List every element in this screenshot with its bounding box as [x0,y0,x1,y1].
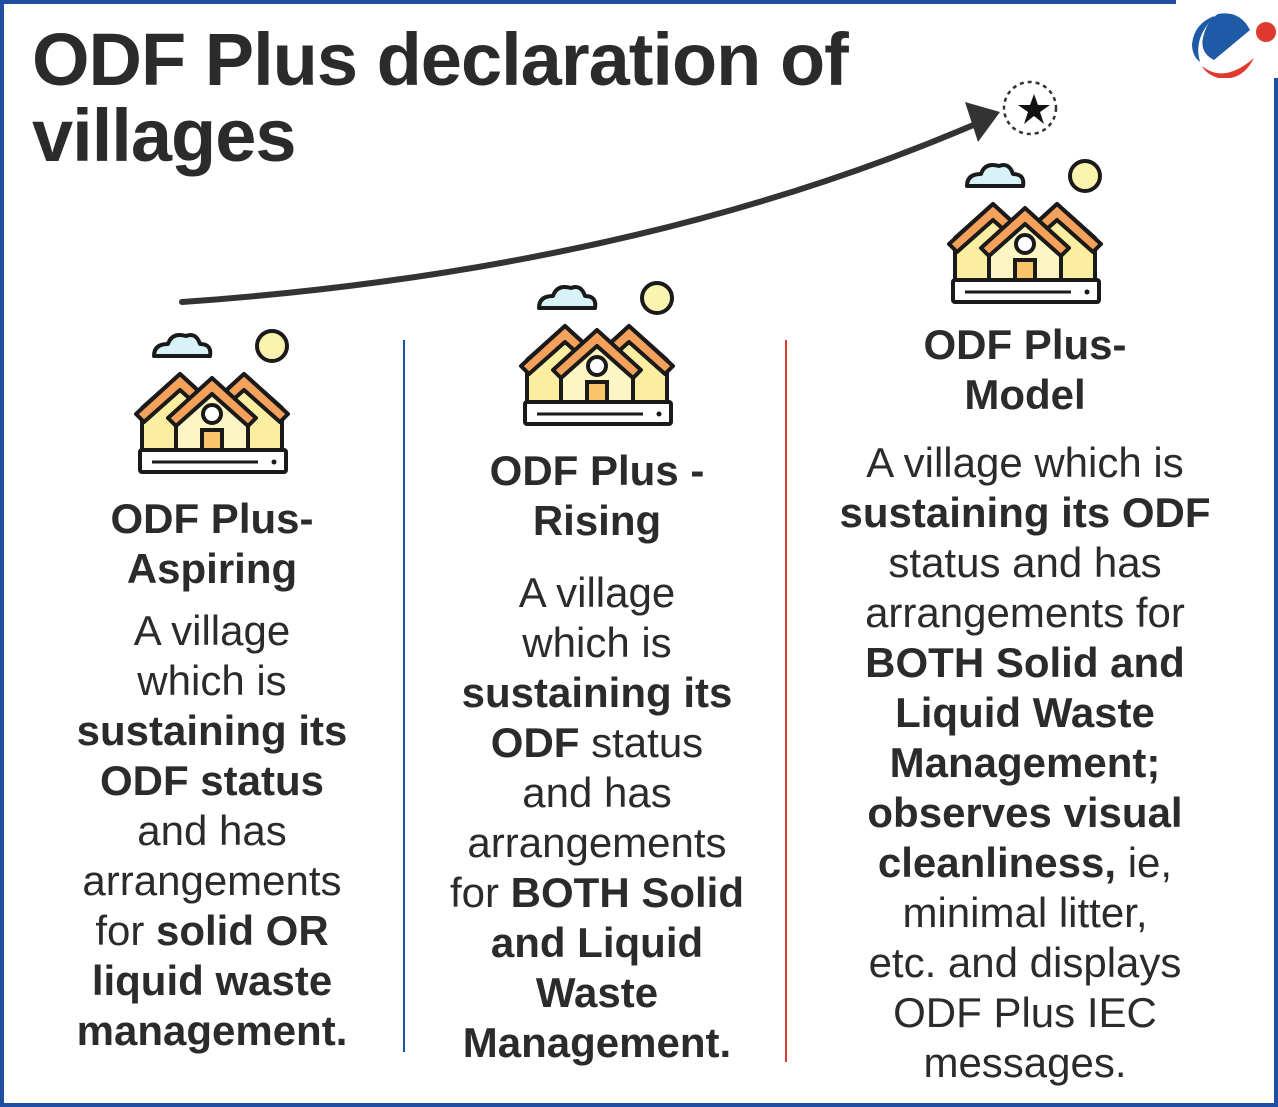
description-line: cleanliness, ie, [800,838,1250,888]
text: for [95,907,156,954]
description-line: and Liquid [410,918,784,968]
bold-text: sustaining its [76,707,348,754]
description-line: A village [22,606,402,656]
text: status [579,719,704,766]
brand-logo-icon [1192,13,1276,78]
column-heading: ODF Plus- Aspiring [22,494,402,594]
bold-text: BOTH Solid and [865,639,1185,686]
text: status and has [888,539,1162,586]
bold-text: BOTH Solid [510,869,744,916]
text: arrangements [82,857,342,904]
bold-text: sustaining its ODF [839,489,1211,536]
column-heading: ODF Plus - Rising [410,446,784,546]
description-line: management. [22,1006,402,1056]
description-line: Liquid Waste [800,688,1250,738]
bold-text: cleanliness, [877,839,1117,886]
bold-text: ODF [490,719,580,766]
description-line: which is [410,618,784,668]
description-line: Waste [410,968,784,1018]
text: arrangements for [865,589,1185,636]
description-line: and has [22,806,402,856]
text: arrangements [467,819,727,866]
description-line: arrangements [22,856,402,906]
description-line: arrangements [410,818,784,868]
bold-text: Management. [462,1019,732,1066]
description-line: sustaining its [22,706,402,756]
village-houses-icon [519,281,675,426]
description-line: and has [410,768,784,818]
text: ODF Plus IEC [893,989,1157,1036]
description-line: etc. and displays [800,938,1250,988]
description-line: A village [410,568,784,618]
bold-text: observes visual [867,789,1183,836]
column-divider-red [785,340,787,1062]
description-line: Management; [800,738,1250,788]
frame-border-left [0,0,4,1107]
column-divider-blue [403,340,405,1052]
frame-border-top [0,0,1176,4]
description-line: sustaining its ODF [800,488,1250,538]
title-line: villages [32,94,297,177]
description-line: which is [22,656,402,706]
heading-line: Rising [532,497,662,544]
title-line: ODF Plus declaration of [32,18,849,101]
frame-border-bottom [0,1103,1278,1107]
bold-text: ODF status [99,757,325,804]
description-line: arrangements for [800,588,1250,638]
bold-text: Management; [889,739,1161,786]
text: and has [522,769,672,816]
bold-text: Liquid Waste [895,689,1155,736]
star-circle-icon [1002,80,1058,136]
page-title: ODF Plus declaration of villages [32,22,849,177]
heading-line: Aspiring [126,545,298,592]
heading-line: ODF Plus - [489,447,705,494]
text: minimal litter, [902,889,1148,936]
description-line: sustaining its [410,668,784,718]
column-heading: ODF Plus- Model [800,320,1250,420]
description-line: for BOTH Solid [410,868,784,918]
bold-text: solid OR [156,907,329,954]
description-line: A village which is [800,438,1250,488]
bold-text: management. [76,1007,348,1054]
bold-text: sustaining its [461,669,733,716]
description-line: status and has [800,538,1250,588]
text: A village [518,569,676,616]
text: for [449,869,511,916]
text: messages. [923,1039,1127,1086]
description-line: messages. [800,1038,1250,1088]
text: A village which is [866,439,1184,486]
bold-text: and Liquid [490,919,704,966]
description-line: Management. [410,1018,784,1068]
village-houses-icon [947,159,1103,304]
bold-text: Waste [535,969,659,1016]
star-icon [1018,94,1050,124]
description-line: ODF status [410,718,784,768]
text: which is [137,657,287,704]
description-line: liquid waste [22,956,402,1006]
description-line: ODF status [22,756,402,806]
description-line: observes visual [800,788,1250,838]
description-line: ODF Plus IEC [800,988,1250,1038]
heading-line: ODF Plus- [923,321,1127,368]
text: which is [522,619,672,666]
village-houses-icon [134,329,290,474]
heading-line: Model [964,371,1086,418]
description-line: for solid OR [22,906,402,956]
text: ie, [1116,839,1173,886]
frame-border-right [1274,78,1278,1107]
text: etc. and displays [868,939,1182,986]
bold-text: liquid waste [91,957,333,1004]
text: A village [133,607,291,654]
description-line: BOTH Solid and [800,638,1250,688]
heading-line: ODF Plus- [110,495,314,542]
description-line: minimal litter, [800,888,1250,938]
text: and has [137,807,287,854]
